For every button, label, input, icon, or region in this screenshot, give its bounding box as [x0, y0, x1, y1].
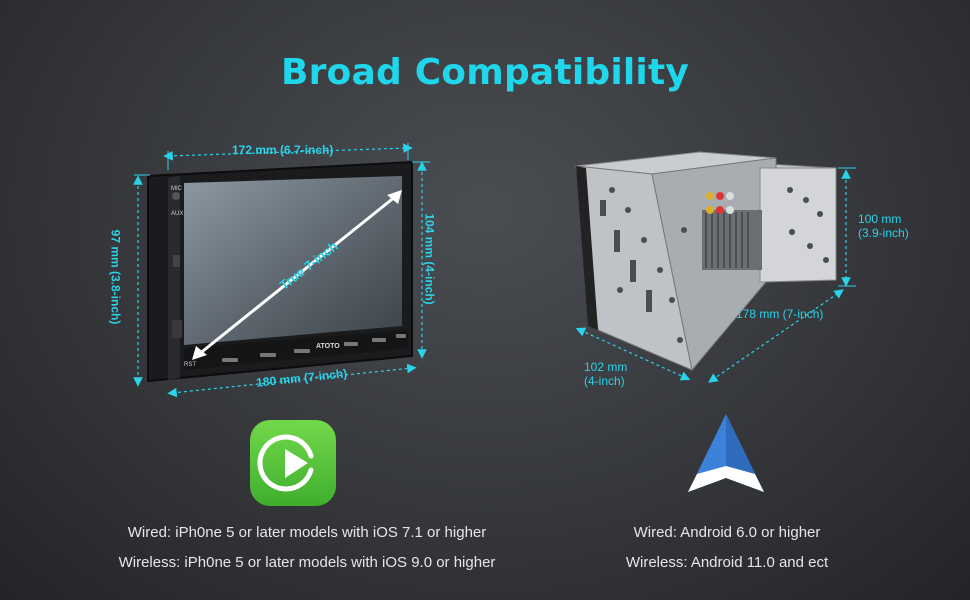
mic-label: MIC [171, 186, 183, 192]
carplay-wireless-text: Wireless: iPh0ne 5 or later models with … [118, 554, 496, 571]
rst-label: RST [184, 362, 196, 368]
sd-slot [173, 255, 180, 267]
screen [184, 176, 402, 345]
page-title: Broad Compatibility [280, 52, 690, 93]
head-unit [147, 160, 413, 383]
android-wired-text: Wired: Android 6.0 or higher [633, 524, 821, 541]
knob [172, 320, 182, 338]
brand-label: ATOTO [316, 343, 340, 350]
chassis-width-mm: 102 mm [584, 360, 628, 374]
chassis-height-mm: 100 mm [858, 212, 902, 226]
android-wireless-text: Wireless: Android 11.0 and ect [625, 554, 829, 571]
chassis [575, 151, 837, 372]
chassis-height-inch: (3.9-inch) [858, 226, 909, 240]
chassis-width-inch: (4-inch) [584, 374, 625, 388]
chassis-depth-label: 178 mm (7-inch) [736, 307, 824, 321]
dim-top-label: 172 mm (6.7-inch) [232, 143, 334, 157]
aux-label: AUX [171, 211, 183, 217]
carplay-wired-text: Wired: iPh0ne 5 or later models with iOS… [127, 524, 487, 541]
chassis-height-label: 100 mm (3.9-inch) [858, 212, 909, 240]
chassis-width-label: 102 mm (4-inch) [584, 360, 627, 388]
aux-jack [172, 192, 180, 200]
